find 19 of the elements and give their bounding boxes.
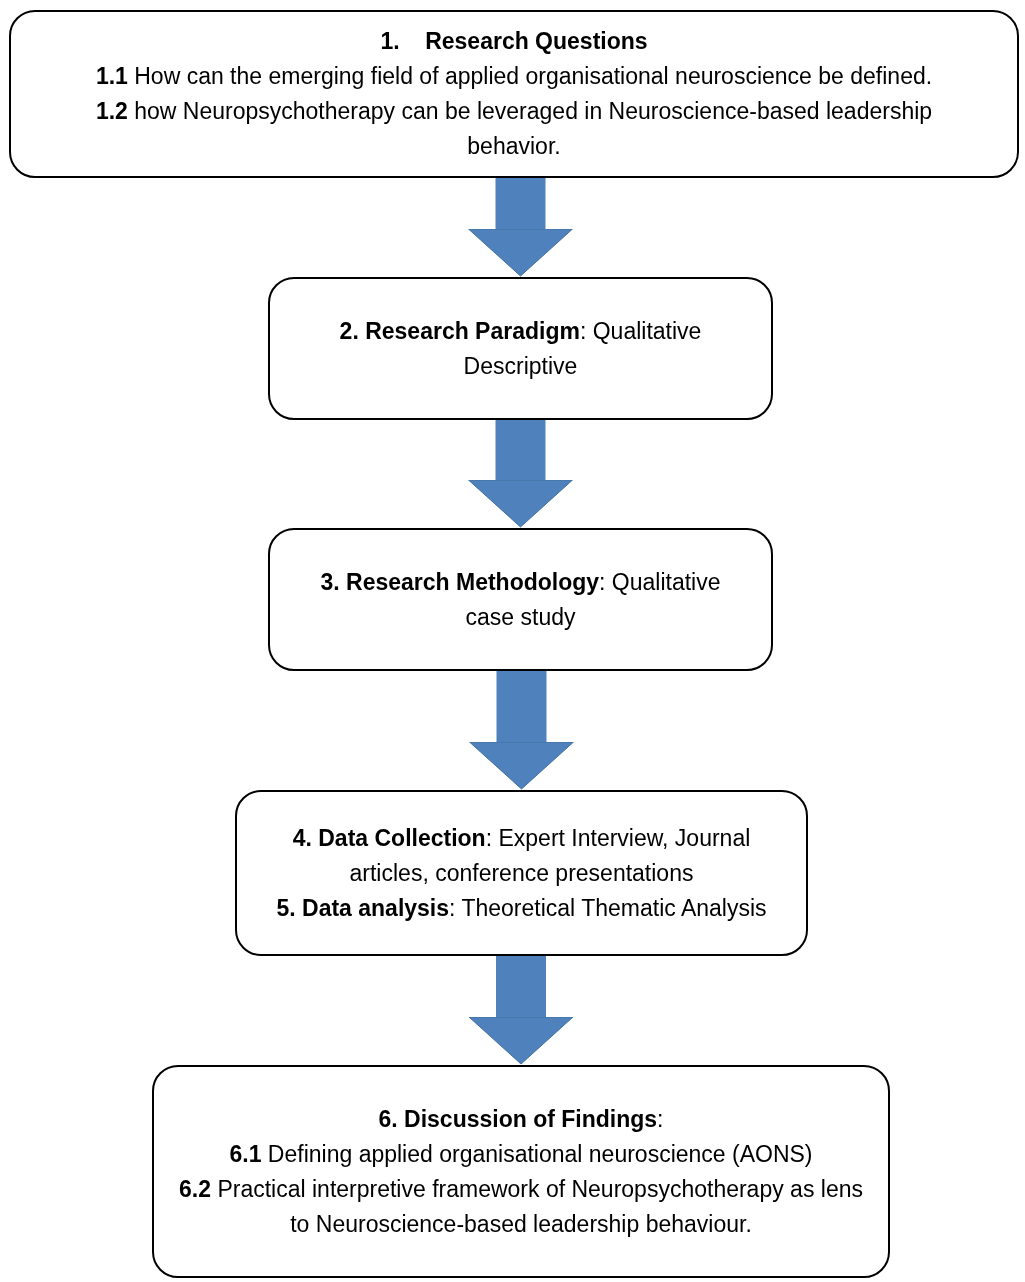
box-heading: 1. Research Questions (380, 27, 648, 56)
process-box (9, 10, 1019, 178)
box-text: 4. Data Collection: Expert Interview, Journal articles, conference presentations (291, 823, 752, 888)
box-text: 1.2 how Neuropsychotherapy can be leveraged in Neuroscience-based leadership behavior. (94, 97, 934, 161)
block-arrow (468, 420, 573, 528)
process-box (235, 790, 808, 956)
box-text: 5. Data analysis: Theoretical Thematic Analysis (276, 893, 767, 923)
process-box (268, 528, 773, 671)
box-text: 2. Research Paradigm: Qualitative Descriptive (338, 316, 703, 381)
box-text: 1.1 How can the emerging field of applied organisational neuroscience be defined. (95, 62, 933, 91)
box-text: 6.2 Practical interpretive framework of Neuropsychotherapy as lens to Neuroscience-based leadership behaviour. (178, 1174, 864, 1239)
box-text: 6.1 Defining applied organisational neuroscience (AONS) (229, 1139, 813, 1169)
block-arrow (468, 178, 573, 277)
block-arrow (468, 956, 574, 1065)
box-text: 6. Discussion of Findings: (378, 1104, 664, 1134)
box-text: 3. Research Methodology: Qualitative case study (319, 567, 722, 632)
block-arrow (469, 671, 574, 790)
process-box (268, 277, 773, 420)
process-box (152, 1065, 890, 1278)
